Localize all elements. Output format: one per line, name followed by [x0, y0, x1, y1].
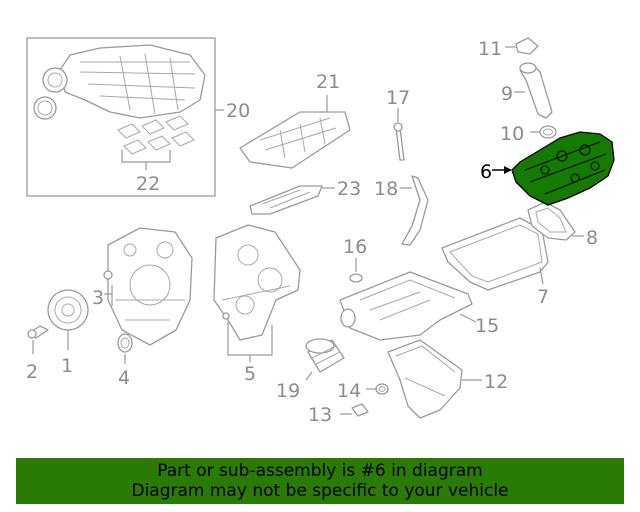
oil-filter[interactable]	[305, 338, 345, 381]
callout-21[interactable]: 21	[316, 71, 340, 93]
callout-3[interactable]: 3	[92, 287, 104, 309]
crank-bolt[interactable]	[27, 325, 49, 354]
callout-13[interactable]: 13	[308, 404, 332, 426]
intake-manifold-group[interactable]	[26, 37, 224, 197]
callout-19[interactable]: 19	[276, 380, 300, 402]
banner-line-1: Part or sub-assembly is #6 in diagram	[157, 461, 483, 481]
manifold-collector-21[interactable]	[239, 95, 351, 169]
callout-4[interactable]: 4	[118, 367, 130, 389]
callout-7[interactable]: 7	[537, 286, 549, 308]
info-banner: Part or sub-assembly is #6 in diagram Di…	[16, 458, 624, 504]
oil-pan-gasket[interactable]	[441, 217, 549, 291]
callout-11[interactable]: 11	[478, 38, 502, 60]
seal-4[interactable]	[117, 333, 133, 364]
crank-pulley[interactable]	[47, 289, 89, 350]
callout-15[interactable]: 15	[475, 315, 499, 337]
dipstick-assembly[interactable]	[393, 108, 429, 246]
callout-17[interactable]: 17	[386, 87, 410, 109]
callout-18[interactable]: 18	[374, 178, 398, 200]
callout-20[interactable]: 20	[226, 100, 250, 122]
seal-10[interactable]	[530, 125, 557, 139]
callout-5[interactable]: 5	[244, 363, 256, 385]
callout-23[interactable]: 23	[337, 178, 361, 200]
parts-diagram: 1 2 3 4 5 6 7 8 9 10 11 12 13 14 15 16 1…	[26, 37, 615, 426]
seal-16[interactable]	[349, 258, 363, 283]
callout-2[interactable]: 2	[26, 361, 38, 383]
banner-line-2: Diagram may not be specific to your vehi…	[131, 481, 509, 501]
oil-filler-tube[interactable]	[514, 62, 553, 119]
oil-pan-upper[interactable]	[339, 271, 477, 341]
gasket-23[interactable]	[249, 185, 335, 215]
callout-10[interactable]: 10	[500, 123, 524, 145]
callout-14[interactable]: 14	[337, 380, 361, 402]
callout-16[interactable]: 16	[343, 236, 367, 258]
front-cover-left[interactable]	[103, 227, 193, 346]
oil-filler-cap[interactable]	[505, 37, 539, 55]
callout-22[interactable]: 22	[136, 173, 160, 195]
callout-8[interactable]: 8	[586, 227, 598, 249]
callout-6[interactable]: 6	[480, 161, 492, 183]
drain-plug[interactable]	[340, 403, 369, 417]
timing-cover[interactable]	[213, 224, 301, 362]
oil-pan-lower[interactable]	[387, 339, 482, 419]
callout-9[interactable]: 9	[501, 83, 513, 105]
valve-cover-highlighted[interactable]	[492, 131, 615, 206]
callout-1[interactable]: 1	[61, 355, 73, 377]
washer-14[interactable]	[366, 383, 389, 395]
callout-12[interactable]: 12	[484, 371, 508, 393]
